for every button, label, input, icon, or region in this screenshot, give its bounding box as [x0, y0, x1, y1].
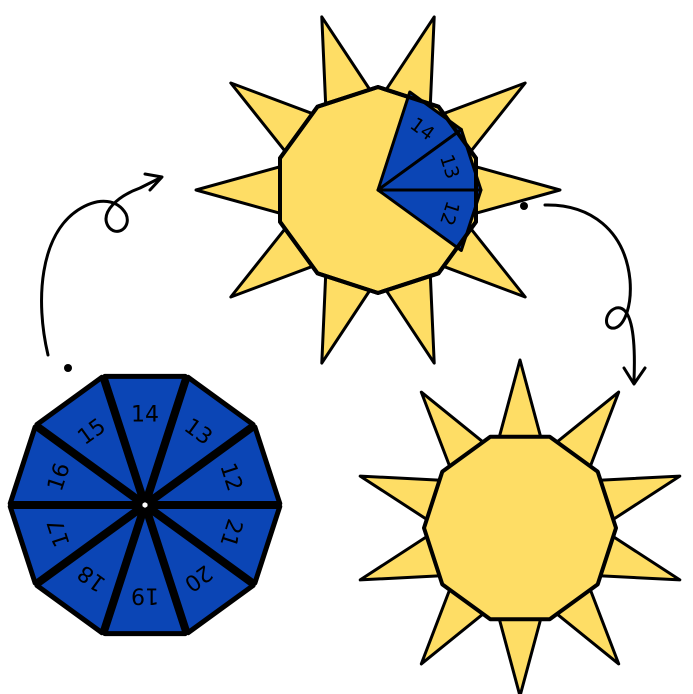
full-sun	[360, 360, 680, 694]
arrow-right-dot	[520, 202, 528, 210]
arrow-decagon-to-partial-sun	[42, 174, 162, 372]
sun-body	[424, 437, 616, 620]
decagon-triangle-number: 19	[131, 583, 159, 608]
arrow-partial-sun-to-full-sun	[520, 202, 645, 384]
arrow-left-dot	[64, 364, 72, 372]
decagon-triangle-number: 14	[131, 403, 159, 428]
arrow-right-curve	[545, 205, 634, 380]
arrow-left-curve	[42, 178, 160, 355]
